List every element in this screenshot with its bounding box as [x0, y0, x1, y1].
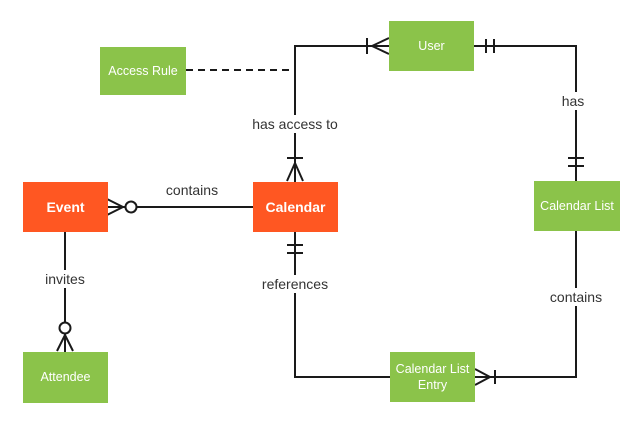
entity-calendar-list-entry[interactable]: Calendar List Entry [390, 352, 475, 402]
entity-calendar[interactable]: Calendar [253, 182, 338, 232]
relationship-label-contains-event-calendar: contains [161, 181, 223, 199]
relationship-label-invites: invites [41, 270, 89, 288]
connector-has-access-to [286, 37, 390, 182]
connector-has [474, 39, 584, 181]
entity-access-rule[interactable]: Access Rule [100, 47, 186, 95]
relationship-label-has: has [557, 92, 589, 110]
relationship-label-references: references [257, 275, 333, 293]
connector-references [287, 232, 390, 378]
entity-calendar-list[interactable]: Calendar List [534, 181, 620, 231]
relationship-label-has-access-to: has access to [248, 115, 342, 133]
entity-attendee[interactable]: Attendee [23, 352, 108, 403]
entity-event[interactable]: Event [23, 182, 108, 232]
connector-contains-list-entry [474, 231, 577, 386]
connector-invites [56, 232, 74, 352]
connector-contains-event-calendar [106, 198, 253, 216]
entity-user[interactable]: User [389, 21, 474, 71]
relationship-label-contains-list-entry: contains [545, 288, 607, 306]
